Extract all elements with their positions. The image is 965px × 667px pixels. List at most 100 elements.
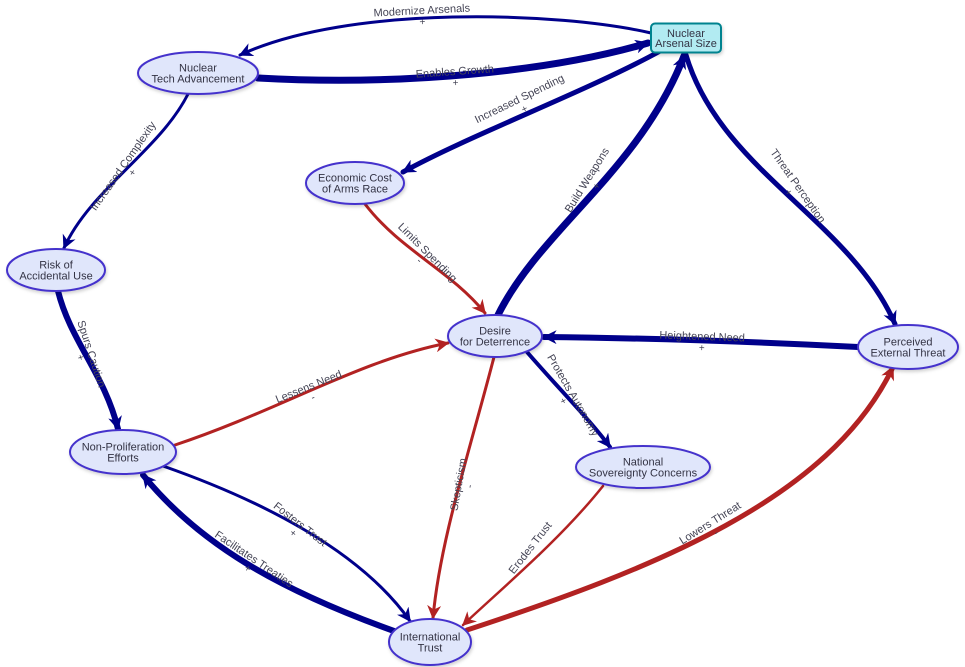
edge-label-group: Heightened Need+ (659, 330, 745, 355)
variable-ellipse[interactable] (137, 51, 259, 95)
edge-label-group: Modernize Arsenals+ (373, 2, 471, 28)
edge-trust-to-threat[interactable] (464, 364, 896, 633)
edge-path[interactable] (55, 288, 122, 432)
edge-label-group: Facilitates Treaties+ (212, 529, 295, 591)
edges-layer (55, 15, 898, 634)
node-label-line: International (400, 632, 461, 644)
edge-label: Modernize Arsenals (373, 2, 471, 19)
variable-ellipse[interactable] (69, 429, 177, 475)
node-label-line: External Threat (870, 348, 945, 360)
edge-risk-to-nonprolif[interactable] (55, 288, 122, 432)
edge-path[interactable] (525, 350, 612, 449)
edge-arsenal-to-tech[interactable] (238, 15, 653, 57)
edge-path[interactable] (62, 92, 190, 250)
edge-path[interactable] (427, 355, 496, 620)
node-label-line: for Deterrence (460, 337, 530, 349)
edge-tech-to-arsenal[interactable] (254, 39, 652, 84)
node-label-line: Sovereignty Concerns (589, 468, 698, 480)
variable-ellipse[interactable] (857, 324, 959, 370)
edge-label: Fosters Trust (271, 500, 329, 549)
edge-label-group: Limits Spending- (395, 221, 459, 285)
edge-label-group: Increased Spending+ (473, 72, 566, 126)
edge-label: Increased Complexity (88, 119, 159, 213)
variable-ellipse[interactable] (447, 314, 543, 358)
edge-path[interactable] (254, 39, 652, 84)
edge-sovereignty-to-trust[interactable] (461, 484, 605, 627)
edge-econ-to-desire[interactable] (363, 202, 487, 315)
variable-ellipse[interactable] (6, 248, 106, 292)
node-label-line: Trust (418, 643, 443, 655)
edge-nonprolif-to-desire[interactable] (173, 338, 450, 447)
edge-path[interactable] (400, 47, 665, 175)
edge-label-group: Fosters Trust+ (271, 500, 329, 549)
node-label-line: Perceived (884, 337, 933, 349)
edge-desire-to-sovereignty[interactable] (525, 350, 612, 449)
edge-path[interactable] (161, 464, 412, 623)
edge-desire-to-arsenal[interactable] (494, 52, 688, 319)
edge-path[interactable] (363, 202, 487, 315)
edge-path[interactable] (494, 52, 688, 319)
edge-path[interactable] (461, 484, 605, 627)
node-label-line: Arsenal Size (655, 38, 717, 50)
edge-nonprolif-to-trust[interactable] (161, 464, 412, 623)
edge-polarity-sign: + (74, 353, 86, 362)
edge-arsenal-to-econ[interactable] (400, 47, 665, 175)
edge-path[interactable] (238, 15, 653, 57)
edge-polarity-sign: + (556, 396, 569, 407)
variable-ellipse[interactable] (575, 445, 711, 489)
node-label-line: Non-Proliferation (82, 442, 165, 454)
edge-polarity-sign: + (242, 563, 253, 575)
edge-label-group: Threat Perception+ (767, 147, 827, 226)
edge-label: Limits Spending (395, 221, 459, 285)
edge-label: Lessens Need (274, 368, 344, 405)
edge-label: Protects Autonomy (544, 353, 601, 439)
edge-label-group: Protects Autonomy+ (544, 353, 601, 439)
edge-path[interactable] (683, 52, 898, 327)
edge-label-group: Increased Complexity+ (88, 119, 159, 213)
variable-ellipse[interactable] (388, 618, 472, 666)
edge-label: Enables Growth (415, 63, 494, 80)
edge-trust-to-nonprolif[interactable] (140, 472, 397, 634)
edge-label: Facilitates Treaties (212, 529, 295, 591)
node-label-line: Nuclear (667, 28, 705, 40)
node-label-line: National (623, 457, 663, 469)
edge-label-group: Skepticism- (449, 457, 477, 511)
edge-label-group: Erodes Trust- (507, 520, 555, 577)
edge-polarity-sign: - (414, 256, 424, 266)
edge-threat-to-desire[interactable] (541, 330, 861, 350)
edge-polarity-sign: + (127, 167, 139, 178)
edge-path[interactable] (173, 338, 450, 447)
node-label-line: Tech Advancement (152, 74, 245, 86)
edge-path[interactable] (541, 330, 861, 350)
node-label-line: Desire (479, 326, 511, 338)
edge-desire-to-trust[interactable] (427, 355, 496, 620)
node-label-line: Accidental Use (19, 271, 92, 283)
variable-ellipse[interactable] (305, 161, 405, 205)
edge-path[interactable] (140, 472, 397, 634)
node-label-line: Efforts (107, 453, 139, 465)
edge-polarity-sign: + (452, 78, 459, 89)
edge-polarity-sign: + (782, 187, 794, 198)
edge-tech-to-risk[interactable] (62, 92, 190, 250)
stock-box[interactable] (650, 22, 722, 54)
edge-polarity-sign: + (699, 343, 705, 354)
edge-label-group: Lowers Threat- (678, 500, 744, 547)
edge-polarity-sign: + (419, 17, 426, 28)
edge-arsenal-to-threat[interactable] (683, 52, 898, 327)
edge-label-group: Enables Growth+ (415, 63, 494, 89)
node-label-line: of Arms Race (322, 184, 388, 196)
node-label-line: Economic Cost (318, 173, 392, 185)
edge-path[interactable] (464, 364, 896, 633)
edge-polarity-sign: - (465, 484, 476, 489)
